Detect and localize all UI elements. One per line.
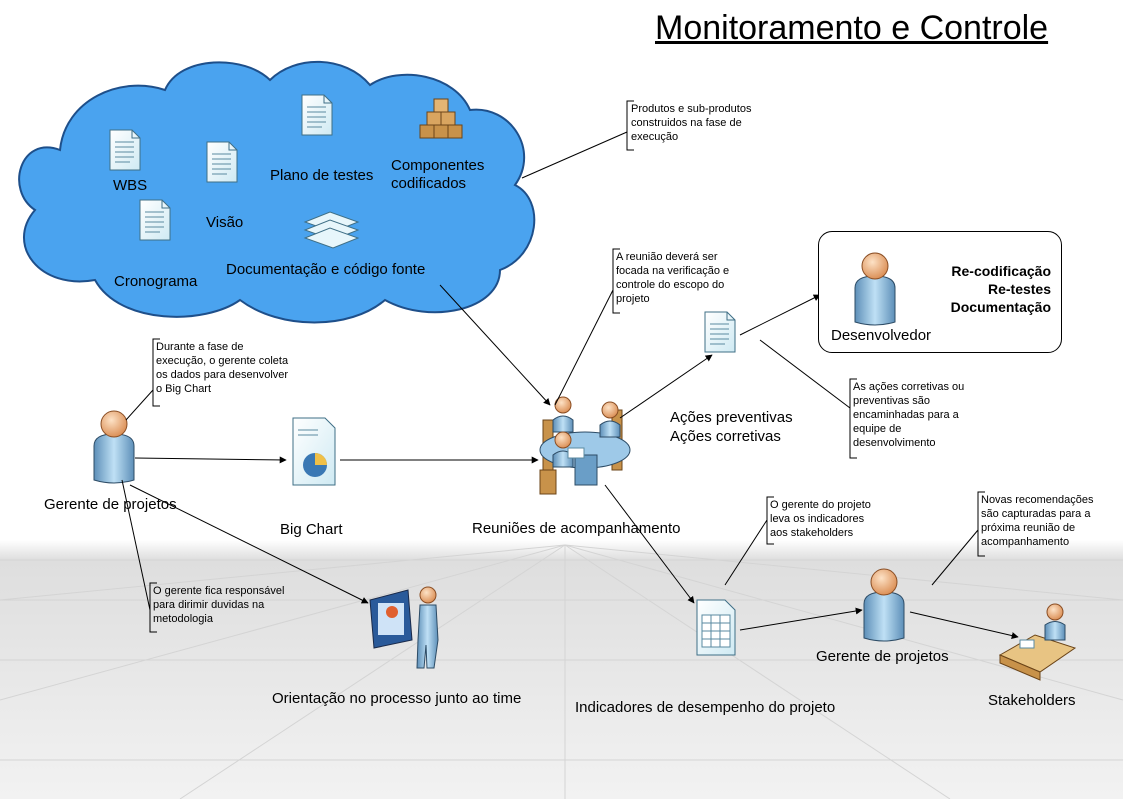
desenvolvedor-box: Desenvolvedor Re-codificação Re-testes D… [818, 231, 1062, 353]
floor-grid [0, 544, 1123, 799]
desenvolvedor-label: Desenvolvedor [831, 327, 932, 344]
wbs-label: WBS [113, 177, 148, 194]
stakeholders-label: Stakeholders [988, 692, 1076, 709]
gerente-person-icon [93, 410, 135, 484]
page-title: Monitoramento e Controle [655, 9, 1049, 47]
orientacao-label: Orientação no processo junto ao time [272, 690, 522, 707]
gerente2-person-icon [863, 568, 905, 642]
plano-testes-label: Plano de testes [270, 167, 374, 184]
gerente2-label: Gerente de projetos [816, 648, 949, 665]
componentes-label-1: Componentes [391, 157, 485, 174]
dev-action-retestes: Re-testes [987, 281, 1051, 297]
visao-document-icon [206, 141, 238, 183]
pie-chart-document-icon [292, 417, 336, 486]
componentes-label-2: codificados [391, 175, 467, 192]
presenter-icon [369, 586, 439, 669]
table-document-icon [696, 599, 736, 656]
paper-stack-icon [303, 211, 360, 249]
meeting-table-icon [539, 396, 631, 495]
plano-testes-document-icon [301, 94, 333, 136]
indicadores-label: Indicadores de desempenho do projeto [575, 699, 836, 716]
cloud-shape [18, 60, 536, 324]
reunioes-label: Reuniões de acompanhamento [472, 520, 681, 537]
cronograma-document-icon [139, 199, 171, 241]
gerente-label: Gerente de projetos [44, 496, 177, 513]
desk-worker-icon [998, 603, 1077, 681]
boxes-icon [419, 98, 463, 139]
acoes-document-icon [704, 311, 736, 353]
acoes-corretivas-label: Ações corretivas [670, 428, 781, 445]
acoes-preventivas-label: Ações preventivas [670, 409, 793, 426]
documentacao-label: Documentação e código fonte [226, 261, 426, 278]
visao-label: Visão [206, 214, 244, 231]
connectors [121, 100, 1019, 639]
wbs-document-icon [109, 129, 141, 171]
dev-action-recodificacao: Re-codificação [951, 263, 1051, 279]
big-chart-label: Big Chart [280, 521, 343, 538]
cronograma-label: Cronograma [114, 273, 198, 290]
dev-action-documentacao: Documentação [950, 299, 1051, 315]
